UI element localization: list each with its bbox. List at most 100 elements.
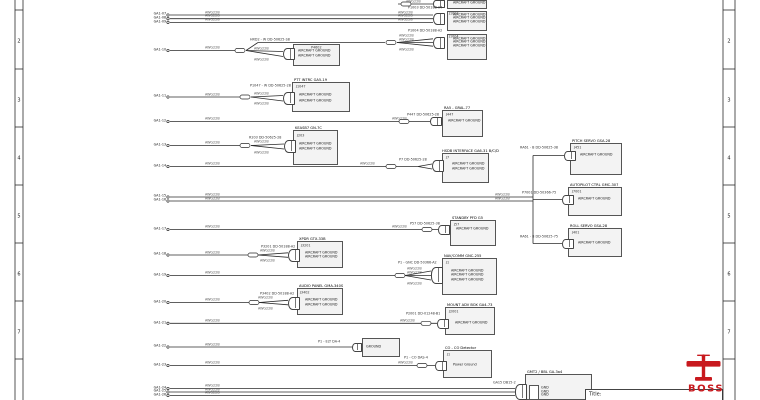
connector-funnel — [430, 117, 442, 126]
jack-label: J7 — [446, 155, 450, 160]
connector-funnel — [283, 48, 295, 60]
connector-label: P1 - ELT DA-4 — [318, 339, 341, 344]
connector-funnel — [431, 266, 443, 284]
ground-row-label: AIRCRAFT GROUND — [299, 141, 332, 146]
ground-row-label: Power Ground — [453, 362, 477, 367]
funnel-divider — [568, 195, 570, 204]
fan-segment — [250, 96, 284, 102]
jack-label: J1 — [446, 260, 450, 265]
border-row-number: 5 — [727, 213, 731, 219]
funnel-divider — [290, 140, 292, 152]
wire-gauge-label: AWG22B — [205, 318, 220, 323]
fan-segment — [404, 275, 432, 281]
wire-gauge-label: AWG22B — [205, 383, 220, 388]
wire-label: GA1-19 — [153, 272, 166, 277]
boss-logo-text: BOSS — [688, 382, 725, 394]
device-block — [292, 82, 350, 112]
ground-row-label: AIRCRAFT GROUND — [453, 19, 486, 24]
wire-gauge-label: AWG22B — [407, 270, 422, 275]
connector-label: P1 - CO DAS-4 — [404, 355, 428, 360]
fan-segment — [417, 166, 433, 170]
ground-row-label: AIRCRAFT GROUND — [299, 146, 332, 151]
funnel-divider — [357, 343, 359, 351]
wire-gauge-label: AWG22B — [205, 161, 220, 166]
ground-row-label: AIRCRAFT GROUND — [451, 268, 484, 273]
wire-label: GA1-10 — [153, 47, 166, 52]
splice-symbol — [416, 363, 428, 368]
wire-gauge-label: AWG22B — [399, 47, 414, 51]
wire-gauge-label: AWG22B — [254, 57, 269, 62]
fan-segment — [245, 50, 284, 52]
fan-segment — [258, 299, 289, 303]
wire-gauge-label: AWG22B — [205, 224, 220, 229]
splice-symbol — [385, 164, 397, 169]
wire-label: GA1-15 — [153, 193, 166, 198]
ground-row-label: AIRCRAFT GROUND — [453, 39, 486, 44]
wire-label: GA1-12 — [153, 118, 166, 123]
wire-terminal-circle — [166, 164, 170, 169]
wire-gauge-label: AWG22B — [205, 17, 220, 22]
ground-row-label: AIRCRAFT GROUND — [453, 15, 486, 20]
block-title: MOUNT ADV BOX GA4-73 — [447, 302, 493, 307]
jack-label: J1047 — [296, 84, 306, 89]
jack-label: J7001 — [572, 189, 582, 194]
splice-symbol — [239, 143, 251, 148]
wire-gauge-label: AWG22B — [407, 281, 422, 286]
airplane-icon — [686, 354, 721, 381]
connector-label: P1 - GNC DD-50366-A2 — [398, 260, 437, 265]
airplane-icon-part — [695, 377, 712, 381]
wire-terminal-circle — [166, 393, 170, 398]
ground-row-label: AIRCRAFT GROUND — [456, 226, 489, 231]
border-row-number: 7 — [727, 329, 731, 335]
wire-terminal-circle — [166, 321, 170, 325]
connector-label: R203 DD-50625-28 — [249, 135, 282, 140]
wire-gauge-label: AWG22B — [495, 196, 510, 201]
device-block — [442, 258, 497, 295]
wire-gauge-label: AWG22B — [258, 306, 273, 310]
connector-funnel — [438, 224, 450, 235]
jack-label: P4602 — [311, 45, 322, 49]
funnel-divider — [289, 49, 291, 59]
device-block — [568, 228, 622, 257]
splice-symbol — [247, 252, 259, 258]
wire-terminal-circle — [166, 199, 170, 203]
ground-row-label: AIRCRAFT GROUND — [298, 53, 331, 58]
jack-label: J2001 — [449, 309, 459, 314]
connector-funnel — [433, 0, 445, 8]
ground-row-label: AIRCRAFT GROUND — [453, 43, 486, 48]
funnel-divider — [568, 239, 570, 248]
connector-label: P7001 DD-50366-75 — [522, 190, 557, 195]
wire-gauge-label: AWG22B — [205, 297, 220, 302]
connector-funnel — [288, 296, 300, 310]
wire-gauge-label: AWG22B — [398, 360, 413, 365]
device-block — [450, 220, 496, 246]
device-block — [447, 11, 487, 31]
wire-label: GA1-17 — [153, 226, 166, 231]
wire-label: GA1-09 — [153, 19, 166, 24]
wire-label: GA1-08 — [153, 15, 166, 20]
border-row-number: 3 — [727, 97, 731, 103]
block-title: STANDBY PFD G5 — [452, 215, 483, 220]
ground-row-label: AIRCRAFT GROUND — [305, 250, 338, 254]
device-block — [445, 307, 495, 335]
connector-label: P57 DD-50625-38 — [410, 221, 440, 226]
fan-segment — [417, 163, 433, 167]
ground-row-label: AIRCRAFT GROUND — [453, 0, 486, 5]
ground-row-label: AIRCRAFT GROUND — [305, 302, 338, 306]
wire-terminal-circle — [166, 300, 170, 305]
ground-row-label: AIRCRAFT GROUND — [453, 36, 486, 40]
wire-gauge-label: AWG22B — [399, 37, 414, 42]
connector-funnel — [283, 92, 295, 105]
ground-row-label: AIRCRAFT GROUND — [305, 297, 338, 302]
connector-funnel — [352, 342, 362, 352]
ground-row-label: AIRCRAFT GROUND — [451, 277, 484, 282]
splice-symbol — [385, 40, 397, 45]
jack-label: J447 — [446, 112, 454, 117]
block-title: PTT INTRC GA5-19 — [294, 77, 328, 82]
wire-terminal-circle — [166, 253, 170, 257]
wire-gauge-label: AWG22B — [495, 192, 510, 197]
funnel-divider — [294, 297, 296, 309]
ground-row-label: AIRCRAFT GROUND — [298, 48, 331, 53]
splice-symbol — [248, 300, 260, 305]
border-row-number: 2 — [727, 38, 731, 44]
